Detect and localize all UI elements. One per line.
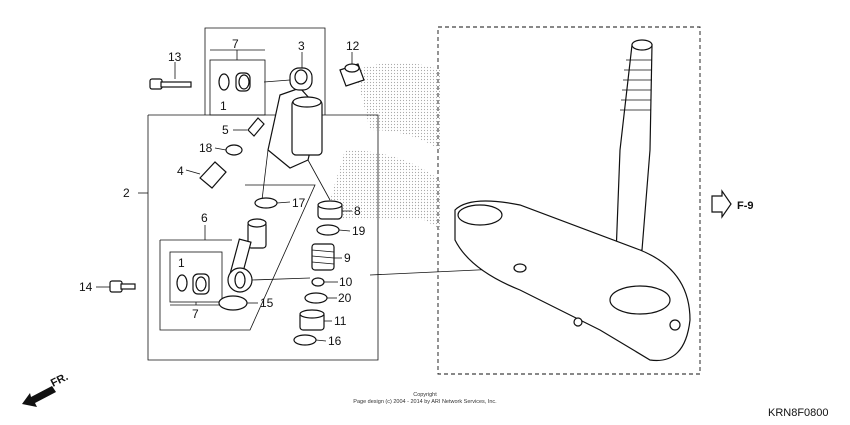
stem-reference-box <box>437 26 701 375</box>
steering-stem[interactable] <box>454 39 691 362</box>
callout-13[interactable]: 13 <box>168 50 182 64</box>
valve-4[interactable] <box>199 161 227 189</box>
callout-1-bottom[interactable]: 1 <box>178 256 185 270</box>
ring-15[interactable] <box>218 295 248 311</box>
bolt-14[interactable] <box>109 280 136 293</box>
cap-12[interactable] <box>339 63 365 87</box>
callout-7-top[interactable]: 7 <box>232 37 239 51</box>
screw-5[interactable] <box>247 117 265 137</box>
callout-14[interactable]: 14 <box>79 280 93 294</box>
o-ring-1-top[interactable] <box>218 73 230 91</box>
callout-1-top[interactable]: 1 <box>220 99 227 113</box>
callout-2[interactable]: 2 <box>123 186 130 200</box>
bushing-7-top[interactable] <box>235 72 251 92</box>
copyright-notice: Page design (c) 2004 - 2014 by ARI Netwo… <box>353 399 497 405</box>
bolt-11[interactable] <box>299 309 325 331</box>
callout-9[interactable]: 9 <box>344 251 351 265</box>
reference-arrow-icon <box>711 189 732 219</box>
callout-17[interactable]: 17 <box>292 196 306 210</box>
callout-labels: 13 7 3 12 1 5 18 4 2 17 8 6 19 9 1 10 14… <box>79 37 366 348</box>
leader-lines <box>96 52 521 342</box>
callout-4[interactable]: 4 <box>177 164 184 178</box>
spring-9[interactable] <box>311 243 335 271</box>
washer-16[interactable] <box>293 334 317 346</box>
front-direction-arrow-icon <box>22 386 56 407</box>
callout-19[interactable]: 19 <box>352 224 366 238</box>
copyright-title: Copyright <box>413 392 437 398</box>
rod-6[interactable] <box>227 218 267 293</box>
callout-6[interactable]: 6 <box>201 211 208 225</box>
kit-box-7-top <box>209 59 266 116</box>
plug-8[interactable] <box>317 200 343 220</box>
o-ring-1-bottom[interactable] <box>176 274 188 292</box>
o-ring-17[interactable] <box>254 197 278 209</box>
callout-5[interactable]: 5 <box>222 123 229 137</box>
front-direction-label: FR. <box>49 371 70 390</box>
callout-18[interactable]: 18 <box>199 141 213 155</box>
callout-16[interactable]: 16 <box>328 334 342 348</box>
o-ring-19[interactable] <box>316 224 340 236</box>
o-ring-20[interactable] <box>304 292 328 304</box>
callout-12[interactable]: 12 <box>346 39 360 53</box>
callout-8[interactable]: 8 <box>354 204 361 218</box>
damper-body-3[interactable] <box>263 67 323 169</box>
reference-label[interactable]: F-9 <box>737 200 754 212</box>
bushing-7-bottom[interactable] <box>192 273 210 295</box>
o-ring-18[interactable] <box>225 144 243 156</box>
callout-7-bottom[interactable]: 7 <box>192 307 199 321</box>
bolt-13[interactable] <box>149 78 192 90</box>
diagram-code: KRN8F0800 <box>768 407 829 419</box>
callout-15[interactable]: 15 <box>260 296 274 310</box>
callout-10[interactable]: 10 <box>339 275 353 289</box>
callout-20[interactable]: 20 <box>338 291 352 305</box>
callout-11[interactable]: 11 <box>334 314 347 328</box>
callout-3[interactable]: 3 <box>298 39 305 53</box>
ball-10[interactable] <box>311 277 325 287</box>
watermark-logo <box>330 62 440 230</box>
